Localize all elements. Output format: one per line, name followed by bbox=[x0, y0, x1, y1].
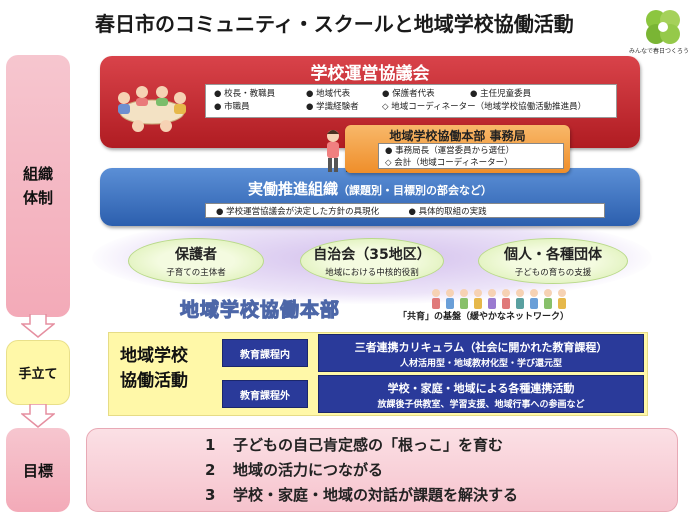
implementation-item: ● 学校運営協議会が決定した方針の具現化 bbox=[216, 207, 380, 217]
council-member: ● 学識経験者 bbox=[306, 102, 359, 112]
goal-number: 2 bbox=[205, 461, 216, 479]
activity-card-extra-curriculum: 学校・家庭・地域による各種連携活動 放課後子供教室、学習支援、地域行事への参画な… bbox=[318, 375, 644, 413]
side-label-measures: 手立て bbox=[6, 340, 70, 405]
office-member: ◇ 会計（地域コーディネーター） bbox=[385, 158, 513, 168]
council-member: ● 校長・教職員 bbox=[214, 89, 276, 99]
implementation-org-title-main: 実働推進組織 bbox=[247, 180, 338, 198]
implementation-item: ● 具体的取組の実践 bbox=[408, 207, 487, 217]
council-member: ● 保護者代表 bbox=[382, 89, 435, 99]
goal-number: 3 bbox=[205, 486, 216, 504]
group-title: 自治会（35地区） bbox=[313, 247, 431, 263]
group-bubble-guardians: 保護者 子育ての主体者 bbox=[128, 238, 264, 284]
implementation-items-box: ● 学校運営協議会が決定した方針の具現化 ● 具体的取組の実践 bbox=[205, 203, 605, 218]
activity-card-subtitle: 放課後子供教室、学習支援、地域行事への参画など bbox=[377, 400, 585, 410]
group-bubble-individuals: 個人・各種団体 子どもの育ちの支援 bbox=[478, 238, 628, 284]
office-members-box: ● 事務局長（運営委員から選任） ◇ 会計（地域コーディネーター） bbox=[378, 143, 564, 169]
goal-text: 地域の活力につながる bbox=[233, 461, 384, 479]
council-member: ● 地域代表 bbox=[306, 89, 351, 99]
activity-tag-extra-curriculum: 教育課程外 bbox=[222, 380, 308, 408]
goal-text: 学校・家庭・地域の対話が課題を解決する bbox=[233, 486, 519, 504]
goal-item: 3 学校・家庭・地域の対話が課題を解決する bbox=[205, 484, 518, 505]
group-subtitle: 子育ての主体者 bbox=[166, 268, 226, 278]
down-arrow-icon bbox=[21, 314, 55, 338]
group-subtitle: 子どもの育ちの支援 bbox=[514, 268, 592, 278]
council-member: ● 主任児童委員 bbox=[470, 89, 532, 99]
logo-caption: みんなで春日つくろう bbox=[628, 48, 689, 55]
goal-item: 2 地域の活力につながる bbox=[205, 459, 383, 480]
group-title: 個人・各種団体 bbox=[504, 247, 602, 263]
council-member: ◇ 地域コーディネーター（地域学校協働活動推進員） bbox=[382, 102, 587, 112]
activity-card-title: 学校・家庭・地域による各種連携活動 bbox=[387, 382, 575, 395]
clover-logo-icon bbox=[646, 10, 680, 44]
community-people-icon bbox=[432, 289, 566, 309]
group-title: 保護者 bbox=[175, 247, 217, 263]
goal-number: 1 bbox=[205, 436, 216, 454]
hq-label: 地域学校協働本部 bbox=[179, 299, 341, 322]
side-label-goal: 目標 bbox=[6, 428, 70, 512]
school-council-title: 学校運営協議会 bbox=[310, 64, 430, 84]
side-label-organization: 組織 体制 bbox=[6, 55, 70, 317]
side-label-org-line2: 体制 bbox=[22, 189, 53, 207]
activities-title: 地域学校 協働活動 bbox=[120, 344, 188, 394]
office-member: ● 事務局長（運営委員から選任） bbox=[385, 146, 515, 156]
group-bubble-neighborhood: 自治会（35地区） 地域における中核的役割 bbox=[300, 238, 444, 284]
activities-title-line1: 地域学校 bbox=[120, 346, 188, 366]
down-arrow-icon bbox=[21, 404, 55, 428]
council-members-box: ● 校長・教職員 ● 地域代表 ● 保護者代表 ● 主任児童委員 ● 市職員 ●… bbox=[205, 84, 617, 118]
council-member: ● 市職員 bbox=[214, 102, 250, 112]
goal-item: 1 子どもの自己肯定感の「根っこ」を育む bbox=[205, 434, 503, 455]
meeting-table-icon bbox=[118, 86, 186, 132]
activity-card-title: 三者連携カリキュラム（社会に開かれた教育課程） bbox=[354, 341, 608, 354]
goals-panel bbox=[86, 428, 678, 512]
goal-text: 子どもの自己肯定感の「根っこ」を育む bbox=[233, 436, 504, 454]
group-subtitle: 地域における中核的役割 bbox=[325, 268, 419, 278]
page-title: 春日市のコミュニティ・スクールと地域学校協働活動 bbox=[95, 12, 574, 36]
coordination-office-title: 地域学校協働本部 事務局 bbox=[389, 129, 526, 143]
implementation-org-subtitle: （課題別・目標別の部会など） bbox=[338, 184, 492, 197]
activity-tag-in-curriculum: 教育課程内 bbox=[222, 339, 308, 367]
side-label-org-line1: 組織 bbox=[22, 165, 53, 183]
activities-title-line2: 協働活動 bbox=[120, 371, 188, 391]
activity-card-in-curriculum: 三者連携カリキュラム（社会に開かれた教育課程） 人材活用型・地域教材化型・学び還… bbox=[318, 334, 644, 372]
hq-caption: 「共育」の基盤（緩やかなネットワーク） bbox=[398, 312, 570, 322]
activity-card-subtitle: 人材活用型・地域教材化型・学び還元型 bbox=[399, 359, 562, 369]
implementation-org-title: 実働推進組織（課題別・目標別の部会など） bbox=[100, 178, 640, 199]
